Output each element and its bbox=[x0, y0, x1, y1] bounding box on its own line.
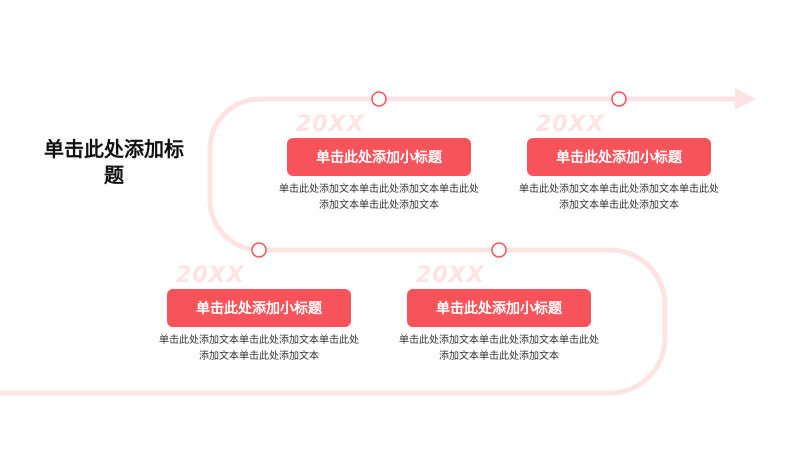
body-text: 单击此处添加文本单击此处添加文本单击此处添加文本单击此处添加文本 bbox=[399, 335, 599, 362]
body-text: 单击此处添加文本单击此处添加文本单击此处添加文本单击此处添加文本 bbox=[519, 184, 719, 211]
page-title: 单击此处添加标题 bbox=[44, 137, 184, 187]
node-marker bbox=[611, 91, 627, 107]
subtitle-box[interactable]: 单击此处添加小标题 bbox=[287, 138, 471, 176]
year-label: 20XX bbox=[296, 112, 365, 137]
arrow-head bbox=[735, 88, 756, 110]
year-label: 20XX bbox=[176, 263, 245, 288]
year-label: 20XX bbox=[416, 263, 485, 288]
timeline-curve bbox=[0, 96, 738, 396]
body-text: 单击此处添加文本单击此处添加文本单击此处添加文本单击此处添加文本 bbox=[279, 184, 479, 211]
node-marker bbox=[491, 242, 507, 258]
subtitle-box[interactable]: 单击此处添加小标题 bbox=[407, 289, 591, 327]
year-label: 20XX bbox=[536, 112, 605, 137]
subtitle-box[interactable]: 单击此处添加小标题 bbox=[527, 138, 711, 176]
body-text: 单击此处添加文本单击此处添加文本单击此处添加文本单击此处添加文本 bbox=[159, 335, 359, 362]
subtitle-box[interactable]: 单击此处添加小标题 bbox=[167, 289, 351, 327]
node-marker bbox=[251, 242, 267, 258]
node-marker bbox=[371, 91, 387, 107]
